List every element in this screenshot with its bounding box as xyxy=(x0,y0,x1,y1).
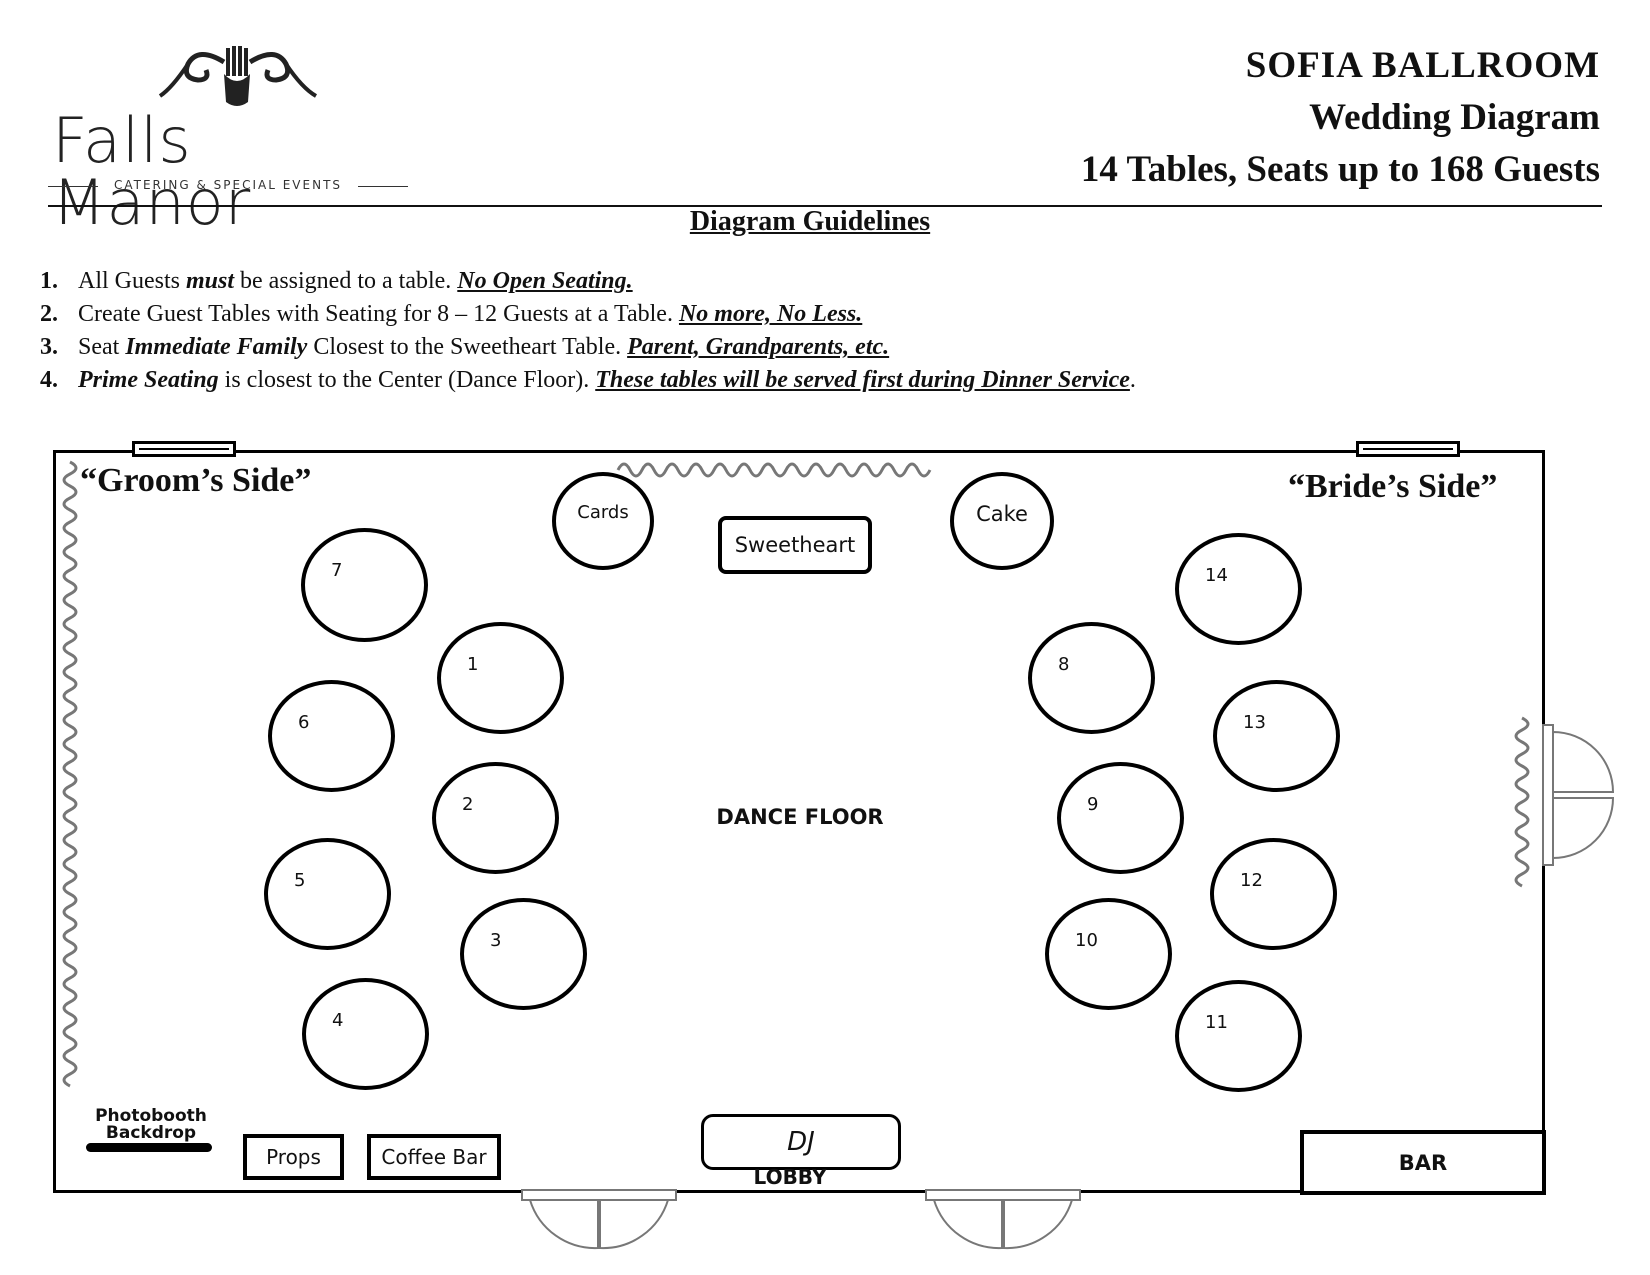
table-number: 6 xyxy=(298,712,310,733)
cards-table[interactable]: Cards xyxy=(552,472,654,570)
logo-tagline: CATERING & SPECIAL EVENTS xyxy=(113,178,343,192)
guest-table-10[interactable]: 10 xyxy=(1045,898,1172,1010)
photobooth-backdrop-bar xyxy=(86,1143,212,1152)
falls-manor-logo: Falls Manor CATERING & SPECIAL EVENTS xyxy=(48,40,408,234)
guest-table-8[interactable]: 8 xyxy=(1028,622,1155,734)
guideline-rule: Parent, Grandparents, etc. xyxy=(627,334,890,360)
table-number: 2 xyxy=(462,794,474,815)
capacity-line: 14 Tables, Seats up to 168 Guests xyxy=(1080,149,1600,190)
guideline-number: 3. xyxy=(40,334,58,360)
photobooth-backdrop-label: Photobooth Backdrop xyxy=(86,1108,216,1142)
diagram-subtitle: Wedding Diagram xyxy=(1309,97,1600,138)
window-right xyxy=(1356,441,1460,457)
guideline-rule: No Open Seating. xyxy=(457,268,633,294)
cake-label: Cake xyxy=(976,502,1028,526)
guest-table-3[interactable]: 3 xyxy=(460,898,587,1010)
guideline-text: All Guests xyxy=(78,268,186,294)
props-table[interactable]: Props xyxy=(243,1134,344,1180)
header-divider xyxy=(48,205,1602,207)
bar-label: BAR xyxy=(1398,1150,1448,1175)
guideline-rule: No more, No Less. xyxy=(678,301,863,327)
dance-floor-label: DANCE FLOOR xyxy=(716,805,884,829)
lobby-door-right-icon xyxy=(925,1189,1081,1250)
table-number: 14 xyxy=(1205,565,1228,586)
guest-table-6[interactable]: 6 xyxy=(268,680,395,792)
guideline-item: 1. All Guests must be assigned to a table… xyxy=(40,268,1540,301)
cake-table[interactable]: Cake xyxy=(950,472,1054,570)
fork-emblem-icon xyxy=(158,46,318,106)
guest-table-13[interactable]: 13 xyxy=(1213,680,1340,792)
coffee-bar-label: Coffee Bar xyxy=(381,1145,487,1169)
guest-table-2[interactable]: 2 xyxy=(432,762,559,874)
guest-table-12[interactable]: 12 xyxy=(1210,838,1337,950)
guideline-emphasis: Prime Seating xyxy=(78,367,219,393)
window-left xyxy=(132,441,236,457)
coffee-bar-table[interactable]: Coffee Bar xyxy=(367,1134,501,1180)
guideline-emphasis: must xyxy=(186,268,235,294)
guideline-item: 4. Prime Seating is closest to the Center… xyxy=(40,367,1540,400)
logo-rule-left xyxy=(48,186,98,187)
guideline-emphasis: Immediate Family xyxy=(125,334,308,360)
guideline-text: Seat xyxy=(78,334,126,360)
bride-side-label: “Bride’s Side” xyxy=(1288,468,1498,505)
guideline-item: 2. Create Guest Tables with Seating for 8… xyxy=(40,301,1540,334)
guideline-number: 2. xyxy=(40,301,58,327)
photobooth-line1: Photobooth xyxy=(95,1106,207,1126)
table-number: 13 xyxy=(1243,712,1266,733)
guidelines-list: 1. All Guests must be assigned to a table… xyxy=(40,268,1540,400)
guidelines-heading: Diagram Guidelines xyxy=(689,206,931,237)
guideline-text: be assigned to a table. xyxy=(234,268,458,294)
guideline-rule: These tables will be served first during… xyxy=(595,367,1130,393)
guest-table-1[interactable]: 1 xyxy=(437,622,564,734)
table-number: 7 xyxy=(331,560,343,581)
guideline-text: Closest to the Sweetheart Table. xyxy=(307,334,628,360)
guest-table-9[interactable]: 9 xyxy=(1057,762,1184,874)
drape-left-icon xyxy=(62,460,78,1088)
guideline-text: is closest to the Center (Dance Floor). xyxy=(218,367,596,393)
sweetheart-table[interactable]: Sweetheart xyxy=(718,516,872,574)
table-number: 10 xyxy=(1075,930,1098,951)
logo-rule-right xyxy=(358,186,408,187)
table-number: 3 xyxy=(490,930,502,951)
table-number: 5 xyxy=(294,870,306,891)
lobby-label: LOBBY xyxy=(753,1165,827,1189)
dj-label: DJ xyxy=(787,1127,815,1157)
guest-table-7[interactable]: 7 xyxy=(301,528,428,642)
logo-tagline-row: CATERING & SPECIAL EVENTS xyxy=(48,176,408,196)
drape-right-icon xyxy=(1514,716,1530,888)
table-number: 8 xyxy=(1058,654,1070,675)
guest-table-14[interactable]: 14 xyxy=(1175,533,1302,645)
guideline-item: 3. Seat Immediate Family Closest to the S… xyxy=(40,334,1540,367)
photobooth-line2: Backdrop xyxy=(105,1123,197,1143)
sweetheart-label: Sweetheart xyxy=(734,533,856,557)
logo-wordmark: Falls Manor xyxy=(52,104,252,239)
venue-title: SOFIA BALLROOM xyxy=(1245,45,1600,86)
guideline-text: Create Guest Tables with Seating for 8 –… xyxy=(78,301,679,327)
guest-table-4[interactable]: 4 xyxy=(302,978,429,1090)
table-number: 12 xyxy=(1240,870,1263,891)
lobby-door-left-icon xyxy=(521,1189,677,1250)
dj-booth[interactable]: DJ xyxy=(701,1114,901,1170)
cards-label: Cards xyxy=(577,502,629,523)
guideline-number: 4. xyxy=(40,367,58,393)
bar-station[interactable]: BAR xyxy=(1300,1130,1546,1195)
right-door-icon xyxy=(1542,724,1615,866)
table-number: 11 xyxy=(1205,1012,1228,1033)
guest-table-5[interactable]: 5 xyxy=(264,838,391,950)
props-label: Props xyxy=(266,1145,321,1169)
drape-top-icon xyxy=(616,462,932,478)
guideline-punctuation: . xyxy=(1129,367,1136,393)
table-number: 4 xyxy=(332,1010,344,1031)
table-number: 1 xyxy=(467,654,479,675)
groom-side-label: “Groom’s Side” xyxy=(80,462,312,499)
guest-table-11[interactable]: 11 xyxy=(1175,980,1302,1092)
table-number: 9 xyxy=(1087,794,1099,815)
guideline-number: 1. xyxy=(40,268,58,294)
